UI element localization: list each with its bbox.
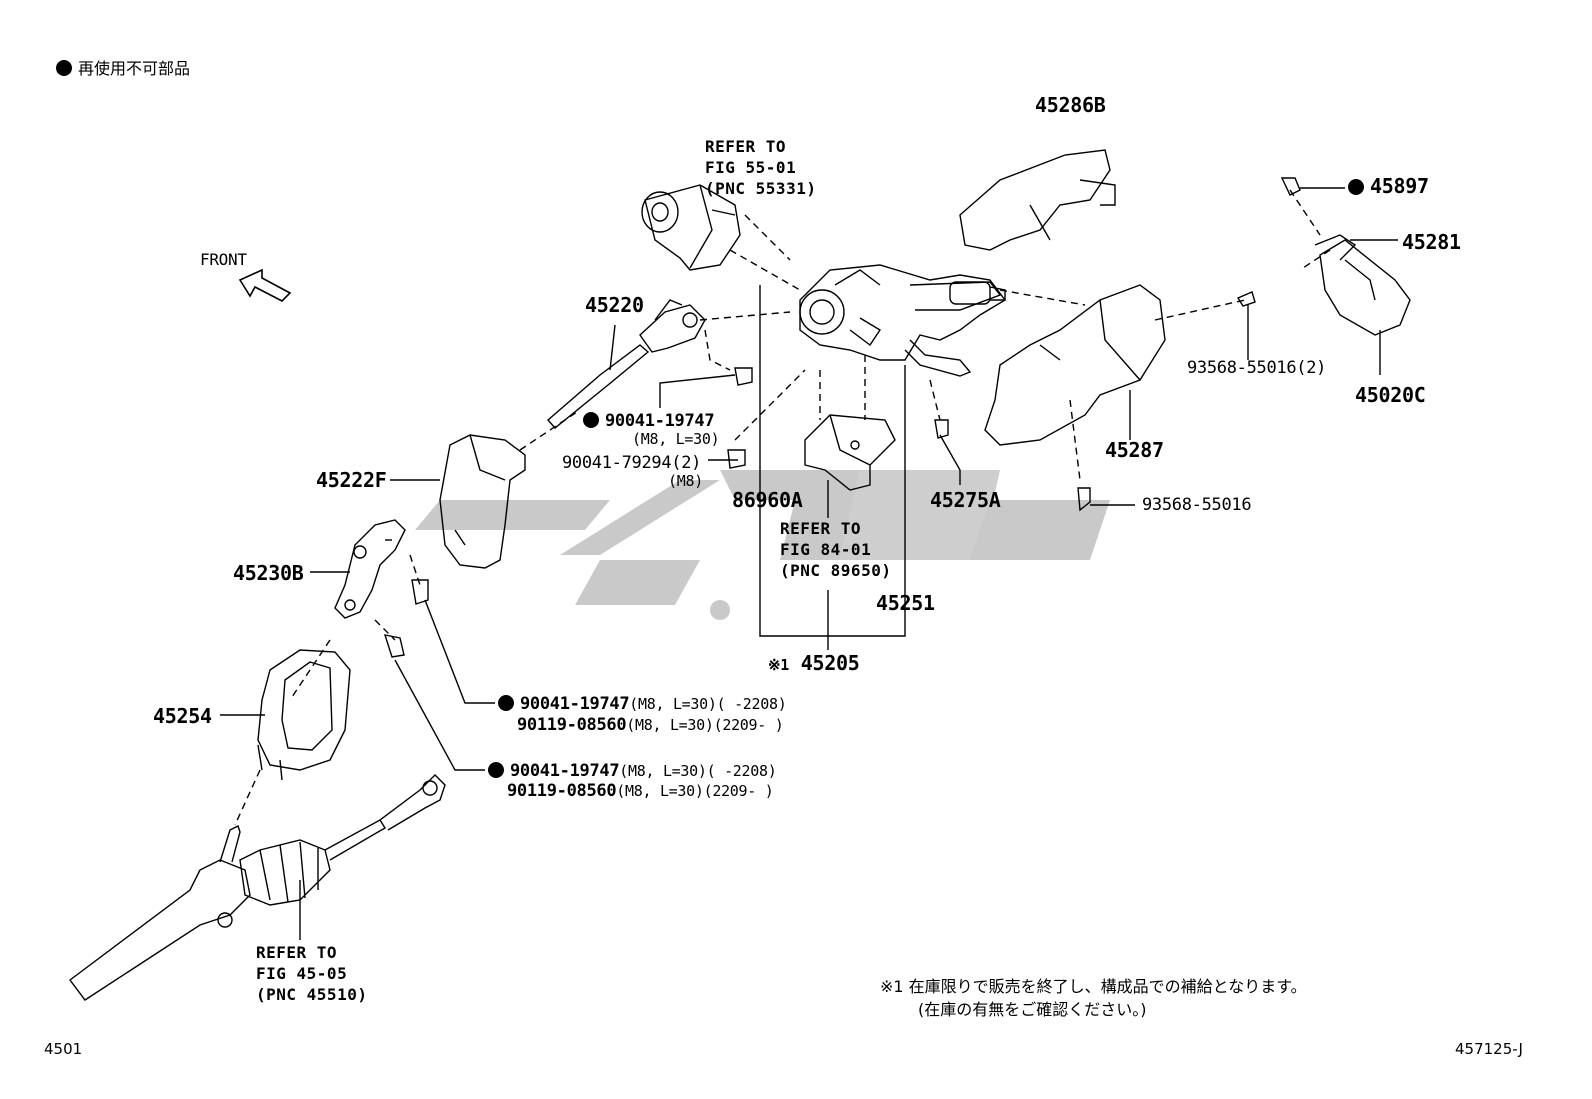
part-number: 90041-19747 [520,694,630,714]
part-number: 90041-19747 [510,761,620,781]
part-90041-79294[interactable]: 90041-79294(2) [562,453,702,473]
footnote-line2: (在庫の有無をご確認ください。) [918,1000,1147,1019]
ref-line: (PNC 89650) [780,561,892,580]
ref-line: (PNC 45510) [256,985,368,1004]
part-45205[interactable]: ※1 45205 [768,651,860,675]
front-label: FRONT [200,250,247,269]
part-93568-55016-2[interactable]: 93568-55016(2) [1187,358,1327,378]
part-number: 45897 [1370,174,1429,198]
steering-lock-motor [641,184,741,271]
bolt-group-b-line2[interactable]: 90119-08560(M8, L=30)(2209- ) [517,715,784,735]
lower-column-cover [984,284,1166,446]
leader-lines [220,187,1398,940]
steering-column-assembly [799,264,1007,377]
part-90041-19747-upper[interactable]: 90041-19747 [583,411,715,431]
ref-fig-55-01[interactable]: REFER TO FIG 55-01 (PNC 55331) [705,136,816,199]
bolt-group-b-line1[interactable]: 90041-19747(M8, L=30)( -2208) [498,694,787,714]
part-spec: (M8, L=30)( -2208) [629,695,787,713]
non-reusable-bullet-icon [488,762,504,778]
column-hole-cover [439,434,526,569]
front-arrow-icon [238,268,292,302]
part-45251[interactable]: 45251 [876,591,935,615]
ref-line: FIG 55-01 [705,158,797,177]
part-45230B[interactable]: 45230B [233,561,304,585]
part-45020C[interactable]: 45020C [1355,383,1426,407]
ref-line: (PNC 55331) [705,179,817,198]
part-number: 45205 [800,651,860,675]
ecu-bracket [804,414,896,491]
ref-line: REFER TO [256,943,338,962]
part-90041-79294-spec: (M8) [668,472,703,490]
part-45254[interactable]: 45254 [153,704,212,728]
part-spec: (M8, L=30)(2209- ) [616,782,774,800]
steering-gear-rack [69,774,446,1001]
intermediate-shaft [547,299,706,429]
part-45286B[interactable]: 45286B [1035,93,1106,117]
part-90041-19747-spec: (M8, L=30) [632,430,720,448]
part-number: 90119-08560 [517,715,627,735]
ref-line: FIG 45-05 [256,964,348,983]
assembly-lines [234,189,1331,826]
part-45220[interactable]: 45220 [585,293,644,317]
ref-line: REFER TO [705,137,787,156]
ref-fig-45-05[interactable]: REFER TO FIG 45-05 (PNC 45510) [256,942,367,1005]
bolt-group-c-line2[interactable]: 90119-08560(M8, L=30)(2209- ) [507,781,774,801]
legend-non-reusable: 再使用不可部品 [56,55,190,79]
non-reusable-bullet-icon [1348,179,1364,195]
watermark-logo [415,470,1110,620]
footnote-line1: ※1 在庫限りで販売を終了し、構成品での補給となります。 [880,977,1307,996]
non-reusable-bullet-icon [583,412,599,428]
part-45281[interactable]: 45281 [1402,230,1461,254]
ref-line: FIG 84-01 [780,540,872,559]
part-spec: (M8, L=30)( -2208) [619,762,777,780]
part-number: 90041-19747 [605,411,715,431]
part-45287[interactable]: 45287 [1105,438,1164,462]
ref-line: REFER TO [780,519,862,538]
bolt-group-c-line1[interactable]: 90041-19747(M8, L=30)( -2208) [488,761,777,781]
column-boot [257,649,351,781]
ref-fig-84-01[interactable]: REFER TO FIG 84-01 (PNC 89650) [780,518,891,581]
part-45275A[interactable]: 45275A [930,488,1001,512]
part-93568-55016[interactable]: 93568-55016 [1142,495,1252,515]
page-id: 4501 [44,1040,83,1058]
figure-code: 457125-J [1455,1040,1523,1058]
screws [383,177,1301,658]
part-number: 90119-08560 [507,781,617,801]
part-86960A[interactable]: 86960A [732,488,803,512]
upper-column-cover [959,149,1116,251]
universal-joint [334,519,406,619]
bullet-icon [56,60,72,76]
non-reusable-bullet-icon [498,695,514,711]
part-45222F[interactable]: 45222F [316,468,387,492]
discontinued-mark: ※1 [768,656,789,674]
switch-assembly [1314,234,1411,336]
legend-text: 再使用不可部品 [78,59,191,78]
part-45897[interactable]: 45897 [1348,176,1429,196]
part-spec: (M8, L=30)(2209- ) [626,716,784,734]
